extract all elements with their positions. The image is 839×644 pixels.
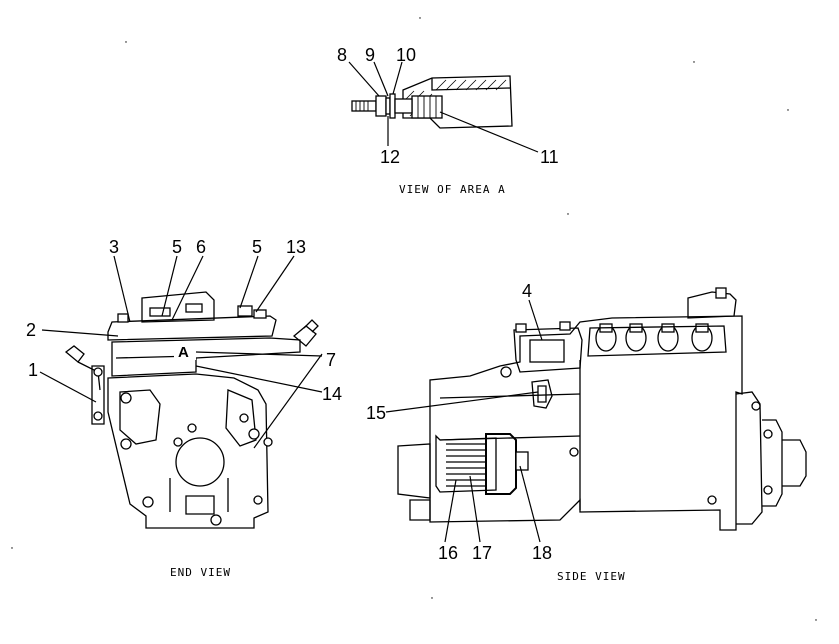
delivery-valves xyxy=(587,323,727,357)
callout-2: 2 xyxy=(26,320,36,340)
caption-side-view: SIDE VIEW xyxy=(557,570,626,583)
detail-view-area-a: 8 9 10 12 11 VIEW OF AREA A xyxy=(337,45,559,196)
callout-8: 8 xyxy=(337,45,347,65)
scan-noise xyxy=(11,17,817,621)
callout-18: 18 xyxy=(532,543,552,563)
callout-13: 13 xyxy=(286,237,306,257)
callout-9: 9 xyxy=(365,45,375,65)
callout-15: 15 xyxy=(366,403,386,423)
callout-7: 7 xyxy=(326,350,336,370)
caption-view-of-area-a: VIEW OF AREA A xyxy=(399,183,506,196)
callout-1: 1 xyxy=(28,360,38,380)
callout-14: 14 xyxy=(322,384,342,404)
callout-12: 12 xyxy=(380,147,400,167)
callout-10: 10 xyxy=(396,45,416,65)
callout-5-secondary: 5 xyxy=(252,237,262,257)
callout-4: 4 xyxy=(522,281,532,301)
callout-6: 6 xyxy=(196,237,206,257)
spring-coils xyxy=(446,443,486,487)
caption-end-view: END VIEW xyxy=(170,566,231,579)
callout-11: 11 xyxy=(540,147,559,167)
end-view: A 3 5 6 5 13 2 1 7 14 END VIEW xyxy=(26,237,342,579)
callout-3: 3 xyxy=(109,237,119,257)
side-view: 4 15 16 17 18 SIDE VIEW xyxy=(366,281,807,583)
callout-16: 16 xyxy=(438,543,458,563)
callout-5: 5 xyxy=(172,237,182,257)
callout-17: 17 xyxy=(472,543,492,563)
area-a-marker: A xyxy=(178,344,189,361)
